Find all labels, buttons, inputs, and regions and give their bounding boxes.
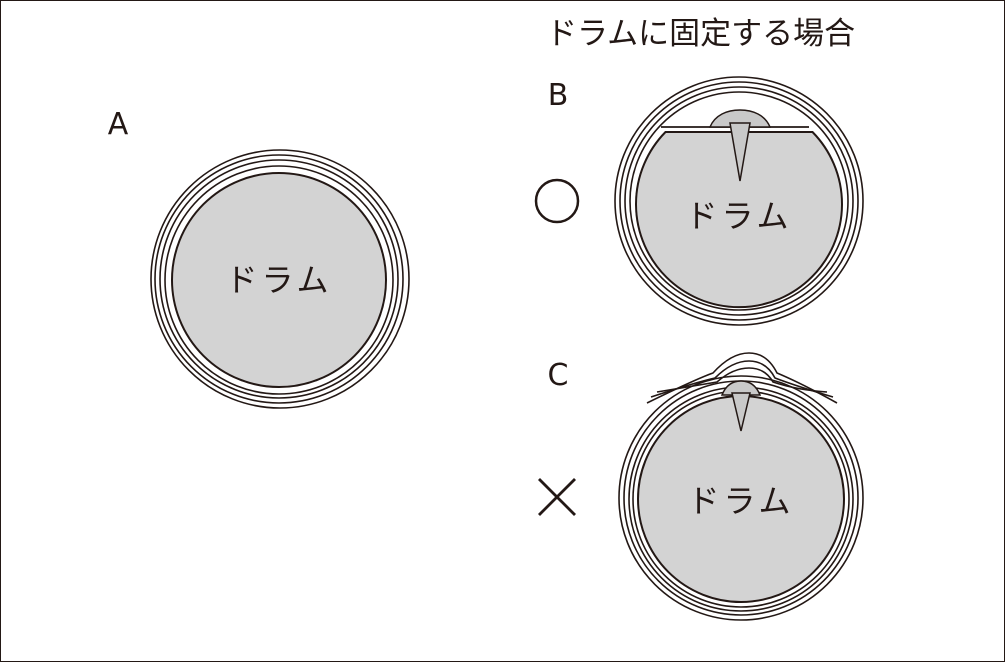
case-a-letter: A: [108, 107, 129, 142]
case-a-drum: [171, 172, 387, 388]
case-c-nail: [731, 392, 751, 432]
case-c: C × ドラム: [538, 352, 864, 621]
case-c-drum-label: ドラム: [687, 482, 794, 520]
case-b: B ○ ドラム: [534, 76, 864, 326]
case-a-wound-rings: [150, 149, 410, 409]
case-b-drum: [635, 131, 843, 309]
case-a-drum-label: ドラム: [225, 261, 332, 299]
case-c-fastener-head: [720, 380, 762, 396]
case-b-ok-mark: [534, 178, 580, 224]
case-b-fastener-head: [708, 109, 772, 128]
case-b-ok-mark-text: ○: [557, 200, 558, 202]
case-c-letter: C: [548, 358, 569, 393]
case-b-drum-label: ドラム: [685, 197, 792, 235]
case-b-letter: B: [548, 78, 569, 113]
case-c-ng-mark: [538, 478, 576, 516]
case-b-wound-rings: [614, 76, 864, 326]
case-b-nail: [729, 122, 751, 182]
heading: ドラムに固定する場合: [546, 16, 855, 52]
case-a: A ドラム: [108, 107, 410, 409]
